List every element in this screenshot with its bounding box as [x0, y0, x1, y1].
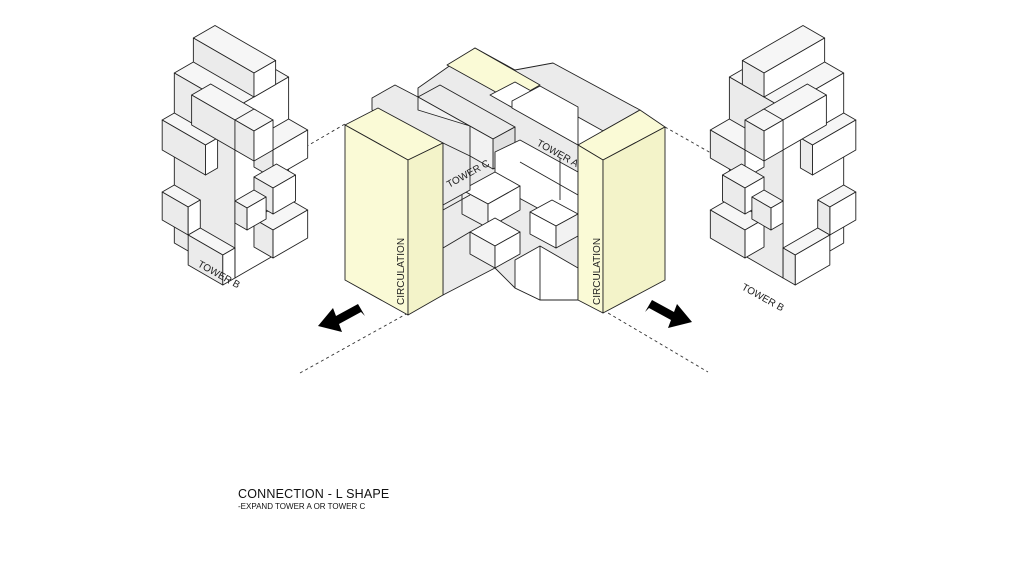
arrow-left-icon — [318, 304, 365, 332]
block-side-face — [246, 196, 267, 231]
block-side-face — [744, 119, 765, 162]
arrow-right-icon — [645, 300, 692, 328]
block-side-face — [222, 247, 236, 286]
caption: CONNECTION - L SHAPE -EXPAND TOWER A OR … — [238, 487, 389, 511]
tower-b-right-model — [709, 25, 857, 286]
caption-subtitle: -EXPAND TOWER A OR TOWER C — [238, 502, 366, 511]
block-side-face — [253, 60, 277, 98]
block-side-face — [741, 60, 765, 98]
block-side-face — [751, 196, 772, 231]
block-side-face — [253, 119, 274, 162]
block-side-face — [799, 137, 813, 176]
block-side-face — [722, 174, 746, 215]
tower-b-left-model — [161, 25, 309, 286]
block-side-face — [709, 209, 746, 259]
block-side-face — [205, 137, 219, 176]
block-side-face — [272, 209, 309, 259]
block-side-face — [272, 174, 296, 215]
l-shape-connection-model — [344, 47, 666, 316]
block-side-face — [782, 247, 796, 286]
circulation-left-label: CIRCULATION — [396, 238, 407, 305]
tower-b-right-label: TOWER B — [740, 282, 786, 314]
circulation-right-label: CIRCULATION — [592, 238, 603, 305]
caption-title: CONNECTION - L SHAPE — [238, 487, 390, 501]
